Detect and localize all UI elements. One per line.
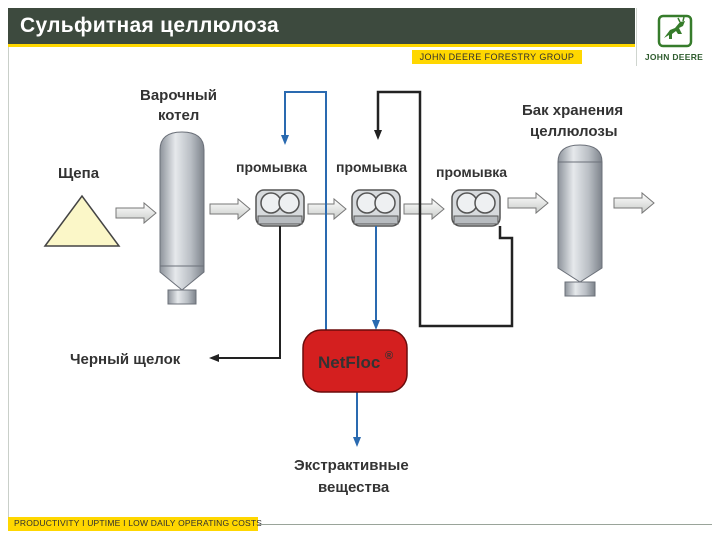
netfloc-registered-mark: ® xyxy=(385,350,393,362)
flow-arrow-storage-out xyxy=(613,191,655,215)
header-accent-line xyxy=(8,44,635,47)
storage-tank xyxy=(557,144,603,297)
chips-pile-shape xyxy=(43,194,121,247)
black-liquor-line xyxy=(209,226,281,362)
flow-arrow-washer3-storage xyxy=(507,191,549,215)
digester-tank xyxy=(159,131,205,305)
filtrate-return-line xyxy=(374,90,514,328)
chips-label: Щепа xyxy=(58,165,100,182)
extractives-label-line2: вещества xyxy=(318,479,390,496)
washer-2 xyxy=(351,189,401,227)
group-banner: JOHN DEERE FORESTRY GROUP xyxy=(412,50,582,64)
digester-label-line2: котел xyxy=(158,107,199,124)
washer-3 xyxy=(451,189,501,227)
flow-arrow-chips-digester xyxy=(115,201,157,225)
black-liquor-label: Черный щелок xyxy=(70,351,181,368)
slide-title: Сульфитная целлюлоза xyxy=(20,14,279,37)
footer-rule xyxy=(258,524,712,525)
wash-label-1: промывка xyxy=(236,159,307,175)
content-frame xyxy=(8,47,713,517)
washer-1 xyxy=(255,189,305,227)
extractives-label-line1: Экстрактивные xyxy=(294,457,409,474)
deer-icon xyxy=(657,14,693,48)
john-deere-logo xyxy=(636,8,713,66)
netfloc-unit xyxy=(302,329,408,393)
digester-label-line1: Варочный xyxy=(140,87,217,104)
flow-arrow-washer2-washer3 xyxy=(403,197,445,221)
netfloc-label: NetFloc xyxy=(318,353,380,372)
footer-tagline-bar: PRODUCTIVITY I UPTIME I LOW DAILY OPERAT… xyxy=(8,517,262,531)
flow-arrow-digester-washer1 xyxy=(209,197,251,221)
slide-header: Сульфитная целлюлоза xyxy=(8,8,635,44)
wash-label-3: промывка xyxy=(436,164,507,180)
storage-label-line2: целлюлозы xyxy=(530,123,618,140)
wash-label-2: промывка xyxy=(336,159,407,175)
logo-text: JOHN DEERE xyxy=(644,52,704,62)
storage-label-line1: Бак хранения xyxy=(522,102,623,119)
fresh-water-line xyxy=(281,91,327,330)
footer-tagline: PRODUCTIVITY I UPTIME I LOW DAILY OPERAT… xyxy=(14,518,263,528)
